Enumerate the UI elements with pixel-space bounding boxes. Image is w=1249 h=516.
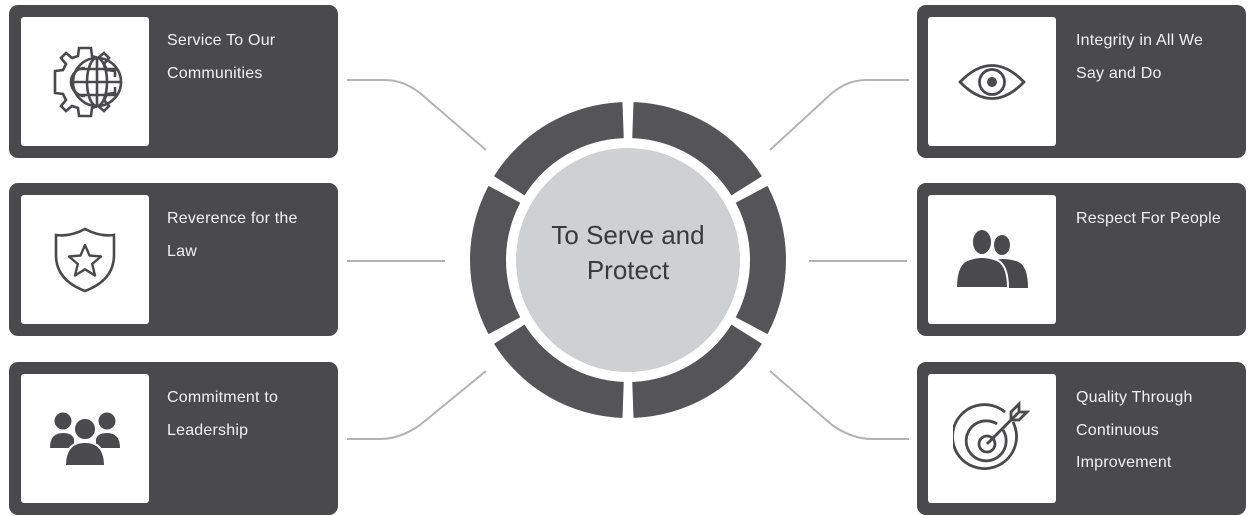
- icon-box: [21, 195, 149, 324]
- connector-integrity: [769, 79, 909, 151]
- card-label: Commitment to Leadership: [167, 389, 279, 439]
- two-people-icon: [954, 227, 1028, 289]
- icon-box: [21, 374, 149, 503]
- card-reverence: Reverence for the Law: [9, 183, 338, 336]
- card-label: Quality Through Continuous Improvement: [1076, 389, 1193, 471]
- card-quality: Quality Through Continuous Improvement: [917, 362, 1246, 515]
- ring-segment: [470, 185, 521, 335]
- ring-segment: [494, 324, 624, 418]
- ring-segment: [632, 324, 762, 418]
- icon-box: [928, 195, 1056, 324]
- ring-segment: [735, 185, 787, 335]
- target-arrow-icon: [953, 400, 1031, 470]
- card-integrity: Integrity in All We Say and Do: [917, 5, 1246, 158]
- connector-service: [347, 79, 487, 151]
- card-label: Service To Our Communities: [167, 32, 276, 82]
- card-label: Respect For People: [1076, 210, 1222, 227]
- ring-segment: [494, 102, 624, 196]
- center-circle: [516, 148, 740, 372]
- icon-box: [928, 374, 1056, 503]
- connector-leadership: [347, 370, 487, 440]
- eye-icon: [958, 63, 1026, 100]
- card-leadership: Commitment to Leadership: [9, 362, 338, 515]
- center-title: To Serve and Protect: [551, 220, 705, 285]
- connector-quality: [769, 370, 909, 440]
- ring-segment: [632, 102, 762, 196]
- badge-star-icon: [54, 227, 116, 292]
- card-label: Reverence for the Law: [167, 210, 298, 260]
- card-service: Service To Our Communities: [9, 5, 338, 158]
- group-people-icon: [50, 412, 120, 467]
- icon-box: [928, 17, 1056, 146]
- ring-segments: [470, 102, 787, 418]
- card-respect: Respect For People: [917, 183, 1246, 336]
- globe-gear-icon: [53, 46, 123, 117]
- card-label: Integrity in All We Say and Do: [1076, 32, 1204, 82]
- icon-box: [21, 17, 149, 146]
